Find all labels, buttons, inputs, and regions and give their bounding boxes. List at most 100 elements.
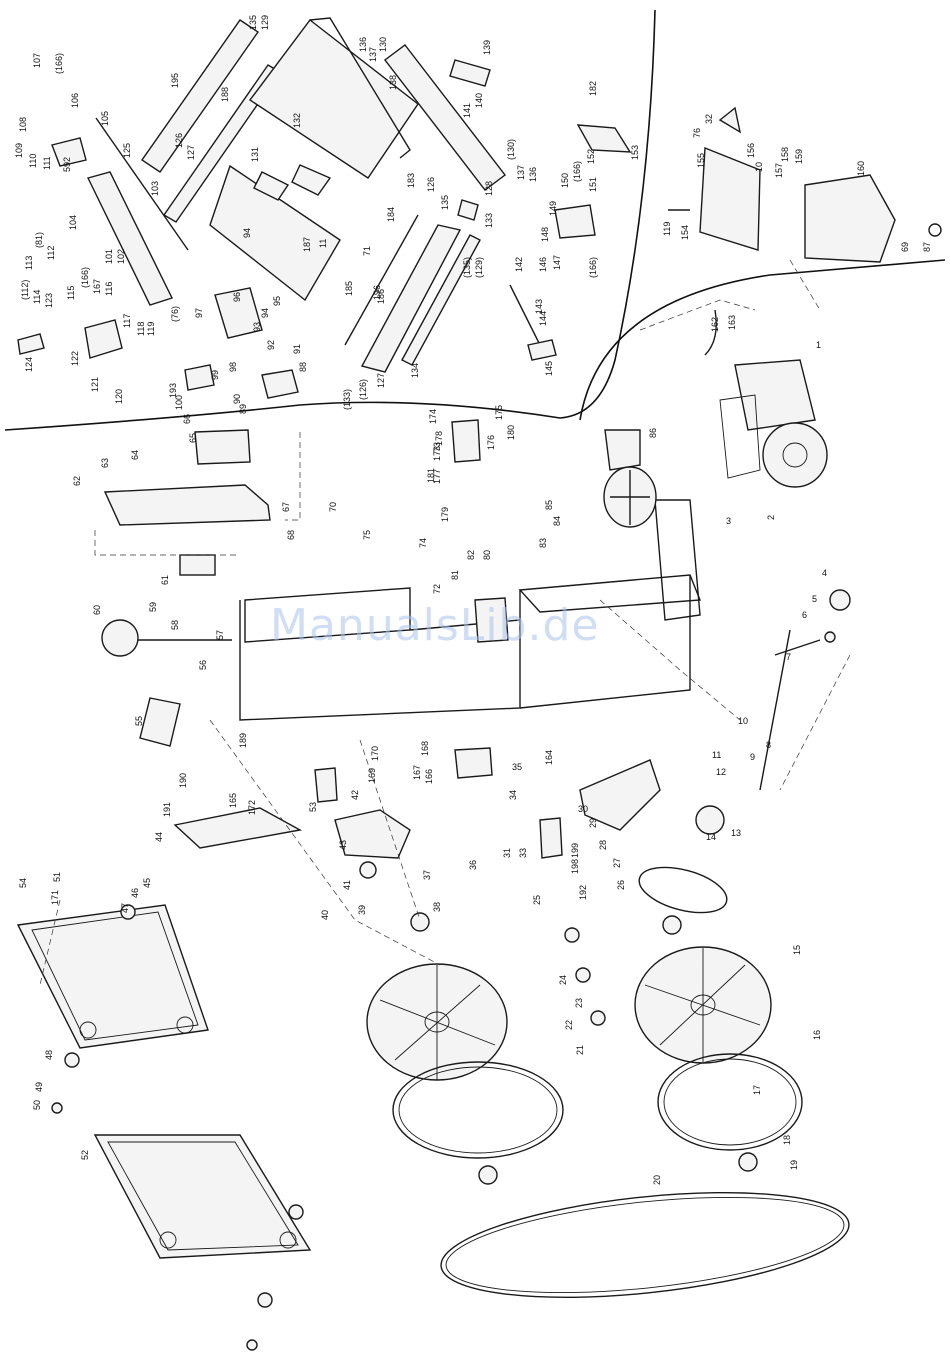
bracket-150: [554, 204, 596, 239]
part-callout: 87: [922, 242, 932, 252]
part-callout: 1: [816, 340, 821, 350]
rail-196: [360, 224, 462, 373]
bearing-22b: [590, 1010, 606, 1026]
bracket-53b: [539, 817, 563, 859]
part-callout: 155: [696, 153, 706, 168]
part-callout: 54: [18, 878, 28, 888]
table-54: [16, 904, 209, 1049]
part-callout: 85: [544, 500, 554, 510]
part-callout: (76): [170, 306, 180, 322]
part-callout: 142: [514, 257, 524, 272]
part-callout: 101: [104, 249, 114, 264]
part-callout: (112): [20, 280, 30, 300]
knob-87: [928, 223, 942, 237]
fence-rail-195: [141, 19, 259, 173]
part-callout: 72: [432, 584, 442, 594]
part-callout: 136: [528, 167, 538, 182]
part-callout: 69: [900, 242, 910, 252]
part-callout: 26: [616, 880, 626, 890]
part-callout: 118: [136, 322, 146, 336]
part-callout: 6: [802, 610, 807, 620]
part-callout: 31: [502, 848, 512, 858]
part-callout: (133): [342, 389, 352, 410]
spring-40: [359, 861, 377, 879]
part-callout: 86: [648, 428, 658, 438]
part-callout: 93: [252, 322, 262, 332]
part-callout: 62: [72, 476, 82, 486]
part-callout: 65: [188, 433, 198, 443]
part-callout: 112: [46, 246, 56, 260]
part-callout: 7: [786, 652, 791, 662]
part-callout: (129): [474, 257, 484, 278]
part-callout: 160: [856, 161, 866, 176]
part-callout: 67: [281, 502, 291, 512]
part-callout: 90: [232, 394, 242, 404]
part-callout: 25: [532, 895, 542, 905]
plate-61: [179, 554, 216, 576]
part-callout: (135): [462, 257, 472, 278]
part-callout: 66: [182, 414, 192, 424]
housing-87: [604, 429, 641, 471]
motor-body-1: [734, 359, 816, 431]
frame-box: [239, 590, 521, 721]
part-callout: 34: [508, 790, 518, 800]
part-callout: 193: [168, 383, 178, 398]
washer-47b: [288, 1204, 304, 1220]
part-callout: 163: [727, 315, 737, 330]
part-callout: 57: [215, 630, 225, 640]
part-callout: (130): [506, 139, 516, 160]
motor-assembly: [668, 106, 942, 488]
part-callout: 153: [630, 145, 640, 160]
guard-156: [699, 146, 761, 251]
bracket-53: [314, 767, 338, 803]
rail-185: [344, 214, 419, 346]
handwheel-60: [101, 619, 139, 657]
part-callout: 120: [114, 389, 124, 404]
part-callout: 147: [552, 255, 562, 270]
blade-20: [440, 1191, 850, 1299]
part-callout: 151: [588, 177, 598, 192]
part-callout: 89: [238, 404, 248, 414]
part-callout: 169: [367, 768, 377, 783]
insert-plate-2: [253, 171, 290, 201]
part-callout: 180: [506, 425, 516, 440]
part-callout: 50: [32, 1100, 42, 1110]
part-callout: 94: [260, 308, 270, 318]
part-callout: 37: [422, 870, 432, 880]
part-callout: 47: [120, 903, 130, 913]
part-callout: 41: [342, 880, 352, 890]
part-callout: 165: [228, 793, 238, 808]
part-callout: 11: [318, 239, 328, 248]
part-callout: 17: [752, 1085, 762, 1095]
part-callout: 82: [466, 550, 476, 560]
part-callout: 154: [680, 225, 690, 240]
part-callout: 181: [426, 468, 436, 483]
part-callout: 61: [160, 575, 170, 585]
part-callout: 171: [50, 890, 60, 905]
bracket-110: [51, 137, 87, 167]
part-callout: 80: [482, 550, 492, 560]
bearing-22: [564, 927, 580, 943]
part-callout: 192: [578, 885, 588, 900]
part-callout: 179: [440, 507, 450, 522]
lock-handle-139: [449, 59, 491, 87]
part-callout: 28: [598, 840, 608, 850]
pulley-14: [695, 805, 725, 835]
part-callout: 64: [130, 450, 140, 460]
part-callout: 131: [250, 147, 260, 162]
part-callout: 95: [272, 296, 282, 306]
part-callout: 75: [362, 530, 372, 540]
clamp-88: [261, 369, 299, 399]
part-callout: 139: [482, 40, 492, 55]
part-callout: 184: [386, 207, 396, 222]
part-callout: 158: [780, 147, 790, 162]
part-callout: 81: [450, 570, 460, 580]
part-callout: 10: [738, 716, 748, 726]
rail-64: [103, 484, 271, 526]
part-callout: 83: [538, 538, 548, 548]
part-callout: 136: [358, 37, 368, 52]
motor-face: [762, 422, 828, 488]
belt-26: [638, 866, 728, 914]
